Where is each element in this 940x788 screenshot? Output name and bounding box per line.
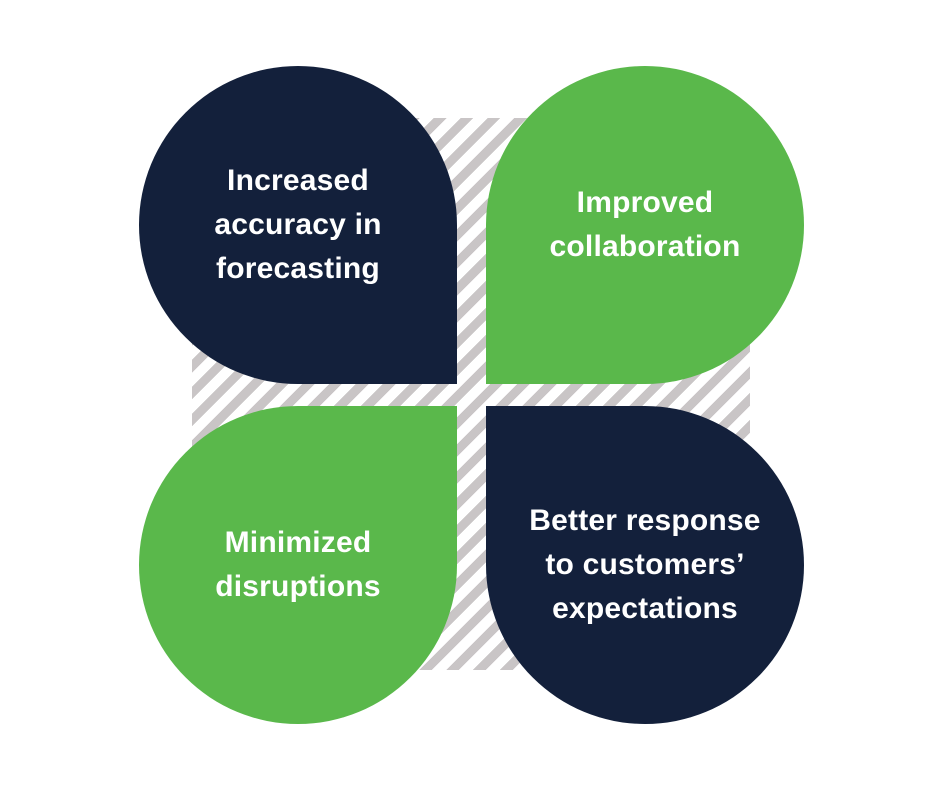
petal-bottom-right-label: Better response to customers’ expectatio… <box>529 504 761 625</box>
petal-top-left-label: Increased accuracy in forecasting <box>214 164 382 285</box>
petal-bottom-left-label: Minimized disruptions <box>215 526 381 603</box>
petal-bottom-right: Better response to customers’ expectatio… <box>486 406 804 724</box>
petal-bottom-left: Minimized disruptions <box>139 406 457 724</box>
petal-top-right: Improved collaboration <box>486 66 804 384</box>
petal-top-right-label: Improved collaboration <box>549 186 741 263</box>
petal-top-left: Increased accuracy in forecasting <box>139 66 457 384</box>
